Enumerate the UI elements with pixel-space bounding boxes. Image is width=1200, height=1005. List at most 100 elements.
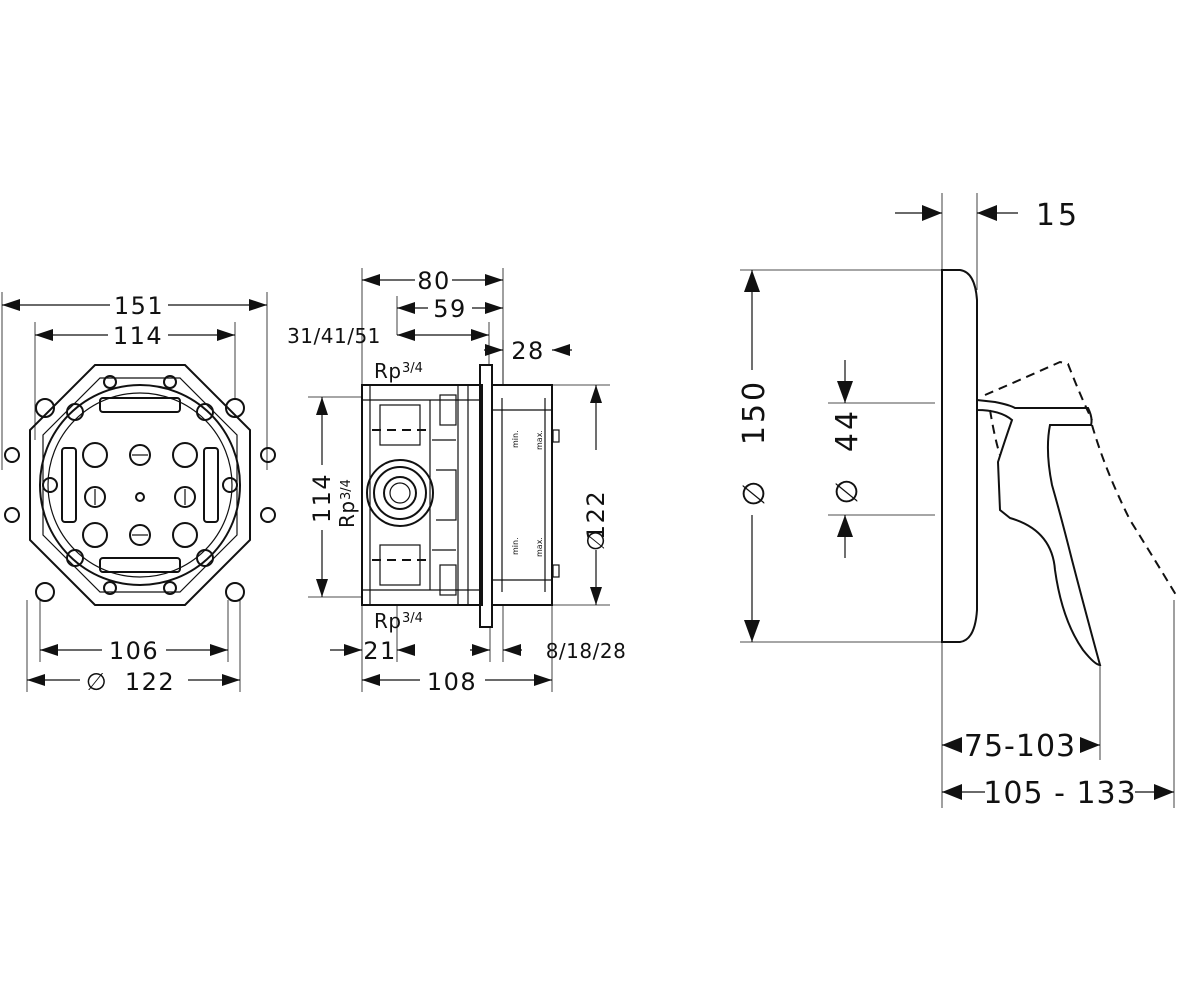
- handle-view: 15 150 ∅ 44 ∅: [737, 193, 1177, 811]
- port-hole: [172, 442, 198, 468]
- rp-fraction-top: 3/4: [402, 361, 423, 376]
- dim-28: 28: [484, 337, 572, 385]
- port-hole: [172, 522, 198, 548]
- lug: [225, 582, 245, 602]
- screw-boss: [66, 549, 84, 567]
- dim-150-label: 150: [737, 379, 772, 445]
- dim-106: 106: [39, 600, 229, 665]
- side-view: min. max. min. max. Rp 3/4 Rp 3/4 Rp 3/4: [287, 267, 626, 696]
- dia-symbol: ∅: [737, 477, 772, 506]
- screw-boss: [196, 549, 214, 567]
- port-hole: [82, 522, 108, 548]
- rp-fraction-bottom: 3/4: [402, 611, 423, 626]
- dim-8-18-28: 8/18/28: [470, 605, 626, 663]
- screw-boss: [163, 581, 177, 595]
- dim-122-front-label: 122: [125, 668, 175, 696]
- octagon-outline: [29, 364, 251, 606]
- dim-44-label: 44: [830, 408, 865, 452]
- dia-symbol: ∅: [830, 475, 865, 504]
- screw-boss: [103, 581, 117, 595]
- dim-31-41-51: 31/41/51: [287, 322, 490, 365]
- port-hole: [84, 486, 106, 508]
- lug: [4, 507, 20, 523]
- dim-59: 59: [396, 295, 503, 335]
- lug: [260, 507, 276, 523]
- dim-105-133-label: 105 - 133: [983, 776, 1136, 811]
- rp-label-top: Rp: [374, 359, 402, 383]
- dim-21-label: 21: [363, 637, 397, 665]
- dim-15-label: 15: [1036, 198, 1080, 233]
- lug: [35, 398, 55, 418]
- lever-handle: [976, 398, 1102, 667]
- slot-right: [203, 447, 219, 523]
- port-hole: [129, 444, 151, 466]
- inlet-outer: [366, 459, 434, 527]
- cartridge-housing: [491, 384, 553, 606]
- screw-boss: [103, 375, 117, 389]
- mounting-ring: [39, 384, 241, 586]
- dim-106-label: 106: [109, 637, 159, 665]
- dim-59-label: 59: [433, 295, 467, 323]
- inlet-bore: [383, 476, 417, 510]
- port-hole: [174, 486, 196, 508]
- dim-28-label: 28: [511, 337, 545, 365]
- dim-80-label: 80: [417, 267, 451, 295]
- dim-75-103-label: 75-103: [964, 729, 1076, 764]
- dim-108-label: 108: [427, 668, 477, 696]
- label-max: max.: [535, 430, 544, 450]
- octagon-inner: [42, 377, 238, 593]
- slot-top: [99, 397, 181, 413]
- lever-raised-outline: [1091, 424, 1177, 596]
- dim-80: 80: [361, 267, 504, 385]
- box-body: [361, 384, 483, 606]
- dim-108: 108: [361, 605, 553, 696]
- lever-raised-outline: [984, 360, 1093, 421]
- inner-line: [436, 469, 457, 521]
- screw-boss: [196, 403, 214, 421]
- dim-114-side: 114: [308, 396, 362, 598]
- front-view: 151 114 106: [1, 292, 276, 696]
- inner-block: [439, 564, 457, 596]
- tab: [552, 429, 560, 443]
- screw-boss: [42, 477, 58, 493]
- dim-150: 150 ∅: [737, 269, 942, 643]
- inner-block: [379, 544, 421, 586]
- label-min: min.: [511, 430, 520, 448]
- dim-114-front: 114: [34, 322, 236, 440]
- slot-left: [61, 447, 77, 523]
- rosette-plate: [941, 269, 978, 643]
- label-max: max.: [535, 537, 544, 557]
- dim-44: 44 ∅: [828, 360, 935, 558]
- lug: [4, 447, 20, 463]
- inlet-core: [389, 482, 411, 504]
- lug: [35, 582, 55, 602]
- dim-8-18-28-label: 8/18/28: [546, 639, 627, 663]
- screw-boss: [66, 403, 84, 421]
- rp-fraction-side: 3/4: [339, 479, 354, 500]
- dim-151-label: 151: [114, 292, 164, 320]
- dim-105-133: 105 - 133: [942, 600, 1175, 811]
- rp-label-side: Rp: [335, 500, 359, 528]
- dim-75-103: 75-103: [941, 642, 1101, 808]
- dim-15: 15: [895, 193, 1080, 290]
- center-point: [135, 492, 145, 502]
- dia-symbol: ∅: [86, 668, 108, 696]
- rp-label-bottom: Rp: [374, 609, 402, 633]
- inner-block: [379, 404, 421, 446]
- screw-boss: [163, 375, 177, 389]
- dim-114-side-label: 114: [308, 473, 336, 523]
- dim-151: 151: [1, 292, 268, 470]
- dim-31-41-51-label: 31/41/51: [287, 324, 381, 348]
- dim-122-front: ∅ 122: [26, 600, 241, 696]
- inner-block: [439, 394, 457, 426]
- dia-symbol: ∅: [582, 529, 610, 551]
- dim-122-side: 122 ∅: [552, 384, 610, 606]
- tab: [552, 564, 560, 578]
- screw-boss: [222, 477, 238, 493]
- port-hole: [129, 524, 151, 546]
- dim-21: 21: [330, 605, 415, 665]
- dim-114-front-label: 114: [113, 322, 163, 350]
- lug: [260, 447, 276, 463]
